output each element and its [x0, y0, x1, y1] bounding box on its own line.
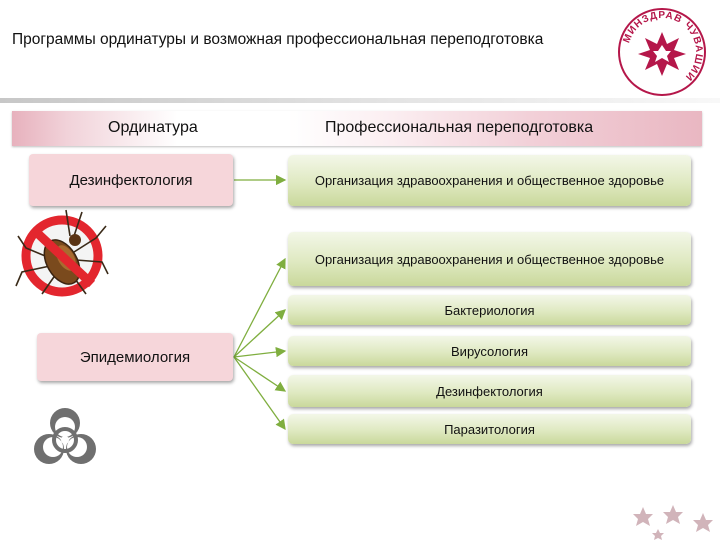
retraining-item: Организация здравоохранения и общественн… — [288, 232, 691, 286]
retraining-item: Вирусология — [288, 336, 691, 366]
retraining-header: Профессиональная переподготовка — [325, 119, 594, 136]
residency-item: Дезинфектология — [29, 154, 233, 206]
residency-item: Эпидемиология — [37, 333, 233, 381]
decorative-stars — [633, 505, 713, 540]
retraining-item: Бактериология — [288, 295, 691, 325]
retraining-item: Организация здравоохранения и общественн… — [288, 155, 691, 206]
retraining-item: Дезинфектология — [288, 375, 691, 407]
crossed-out-cockroach-icon — [15, 209, 109, 297]
slide-title: Программы ординатуры и возможная професс… — [12, 31, 544, 48]
arrow-line — [233, 356, 286, 431]
arrow-line — [233, 257, 286, 358]
arrow-line — [233, 346, 287, 358]
ministry-logo-icon: МИНЗДРАВ ЧУВАШИИ — [618, 8, 706, 96]
residency-header: Ординатура — [108, 119, 198, 136]
retraining-item: Паразитология — [288, 414, 691, 444]
title-divider — [0, 98, 720, 103]
arrow-line — [233, 356, 287, 392]
biohazard-icon — [34, 408, 96, 464]
table-header-band — [12, 111, 702, 146]
arrow-line — [233, 309, 286, 358]
